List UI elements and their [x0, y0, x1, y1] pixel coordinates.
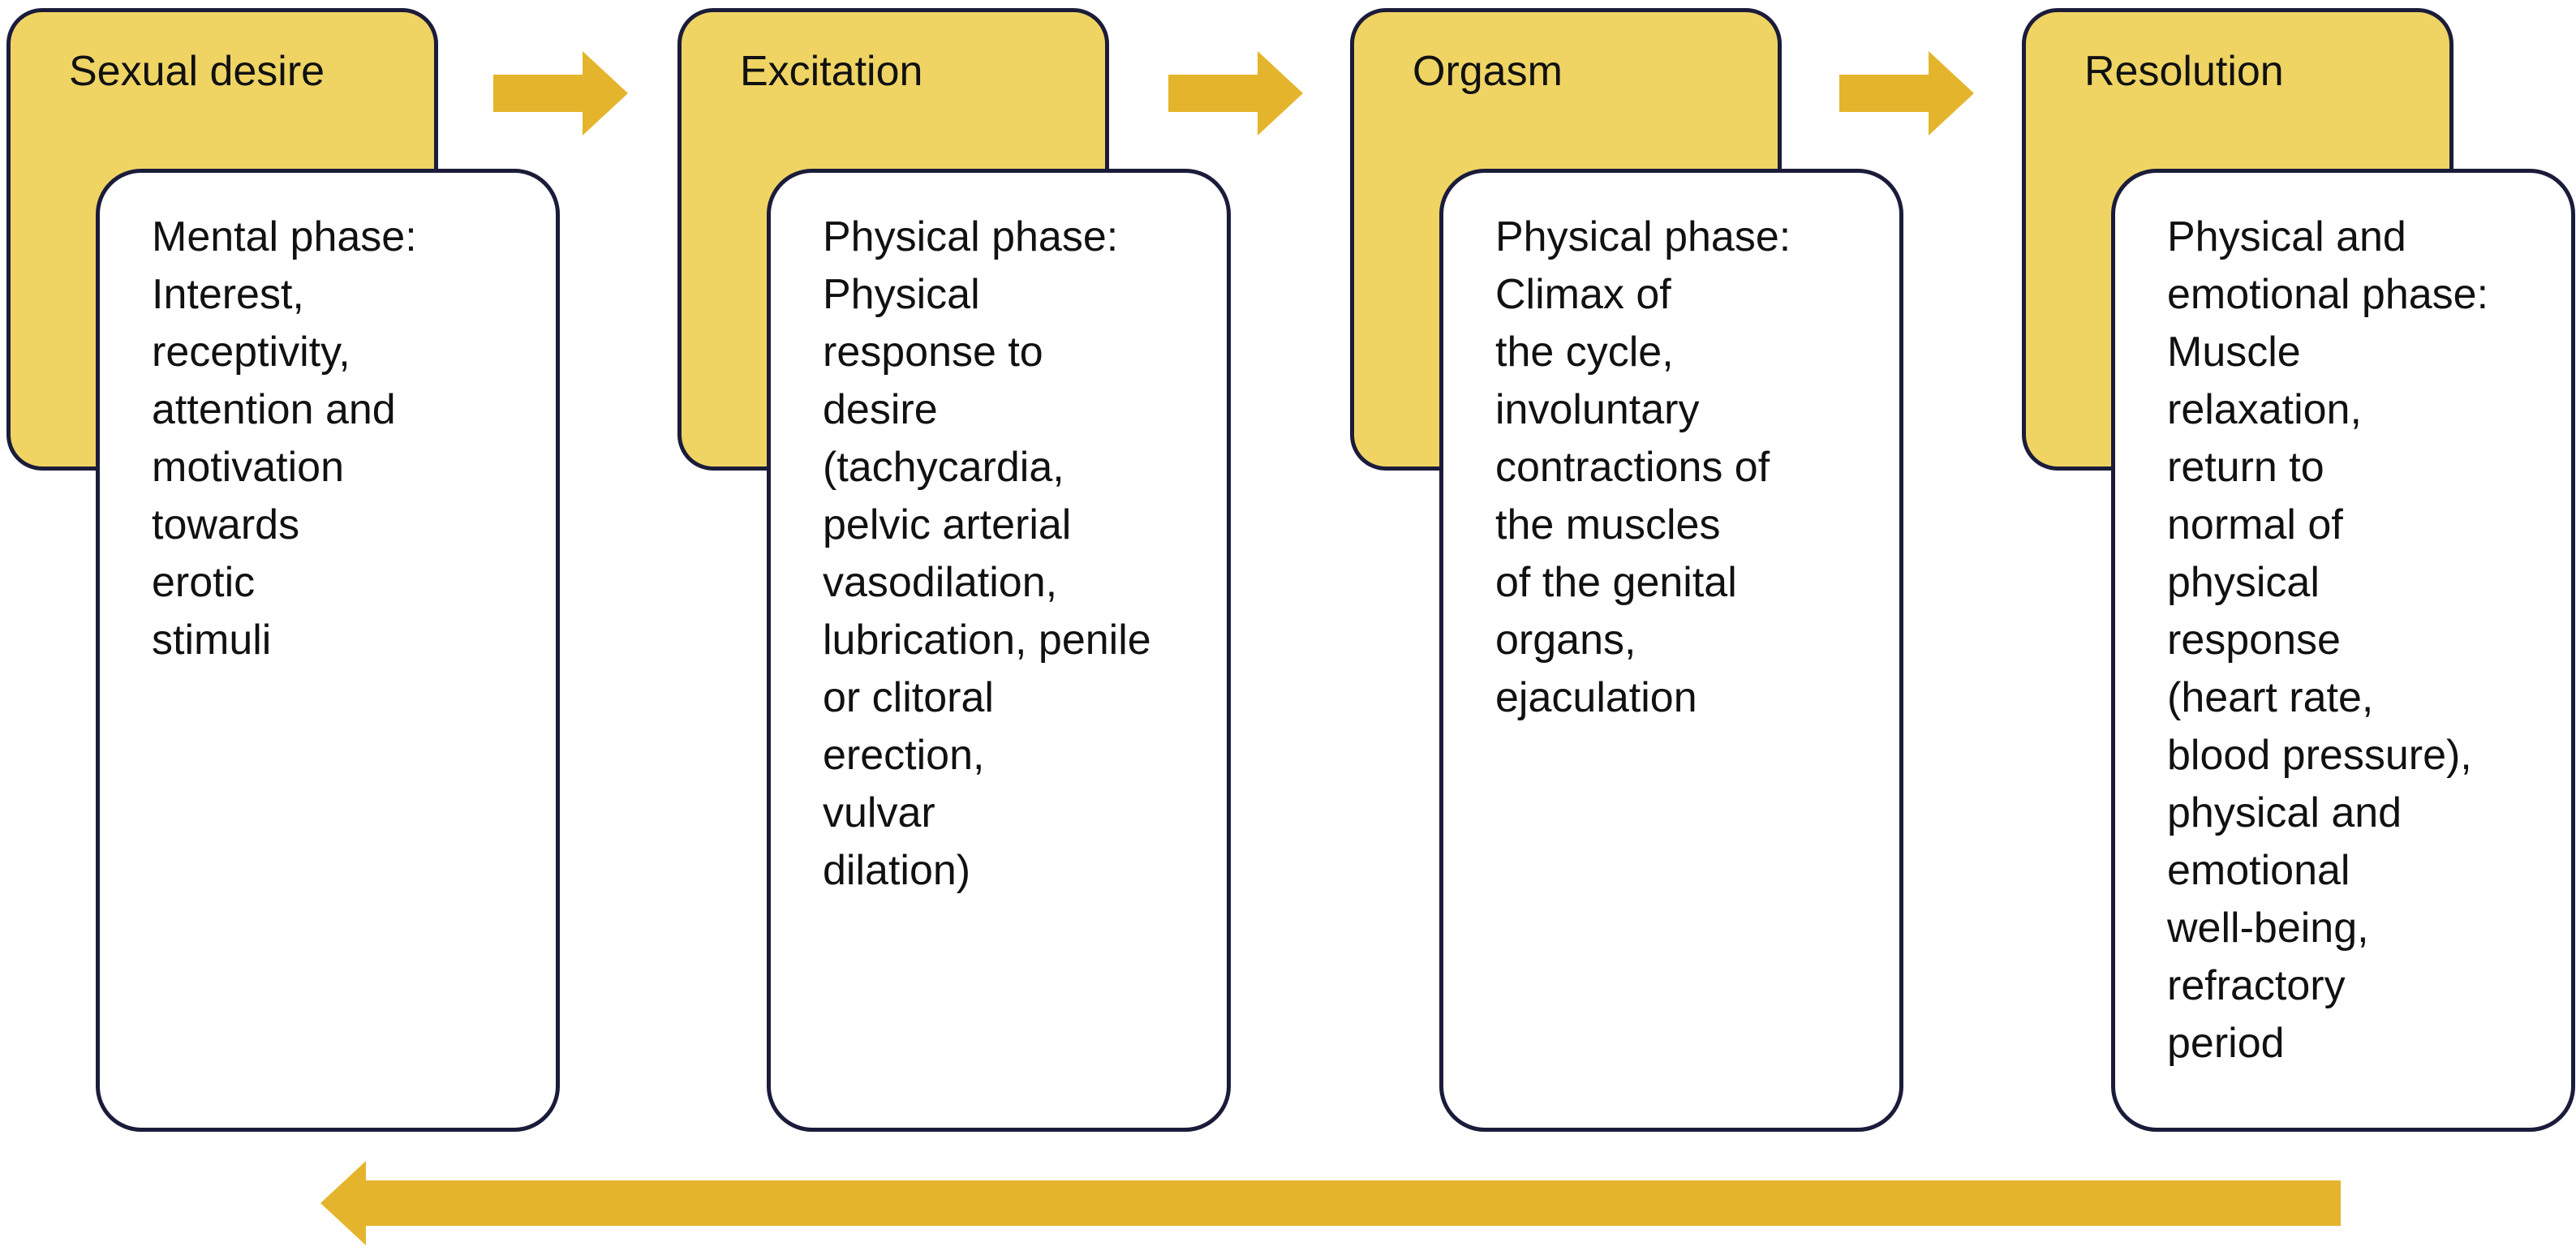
- stage-description: Physical phase: Climax of the cycle, inv…: [1495, 213, 1791, 721]
- right-arrow-icon: [493, 51, 628, 135]
- stage-title: Resolution: [2084, 48, 2284, 95]
- stage-description: Physical and emotional phase: Muscle rel…: [2167, 213, 2489, 1067]
- stage-title: Excitation: [740, 48, 923, 95]
- stage-description-card: Mental phase: Interest, receptivity, att…: [96, 169, 560, 1132]
- stage-description: Physical phase: Physical response to des…: [823, 213, 1151, 894]
- right-arrow-icon: [1839, 51, 1974, 135]
- stage-title: Orgasm: [1413, 48, 1563, 95]
- stage-excitation: Excitation Physical phase: Physical resp…: [677, 8, 1351, 1132]
- stage-resolution: Resolution Physical and emotional phase:…: [2022, 8, 2576, 1132]
- stage-description: Mental phase: Interest, receptivity, att…: [152, 213, 417, 664]
- stage-orgasm: Orgasm Physical phase: Climax of the cyc…: [1350, 8, 2023, 1132]
- stage-description-card: Physical phase: Physical response to des…: [767, 169, 1231, 1132]
- stage-description-card: Physical and emotional phase: Muscle rel…: [2111, 169, 2575, 1132]
- return-arrow-icon: [320, 1161, 2341, 1249]
- right-arrow-icon: [1168, 51, 1303, 135]
- stage-description-card: Physical phase: Climax of the cycle, inv…: [1439, 169, 1903, 1132]
- stage-sexual-desire: Sexual desire Mental phase: Interest, re…: [6, 8, 680, 1132]
- stage-title: Sexual desire: [69, 48, 325, 95]
